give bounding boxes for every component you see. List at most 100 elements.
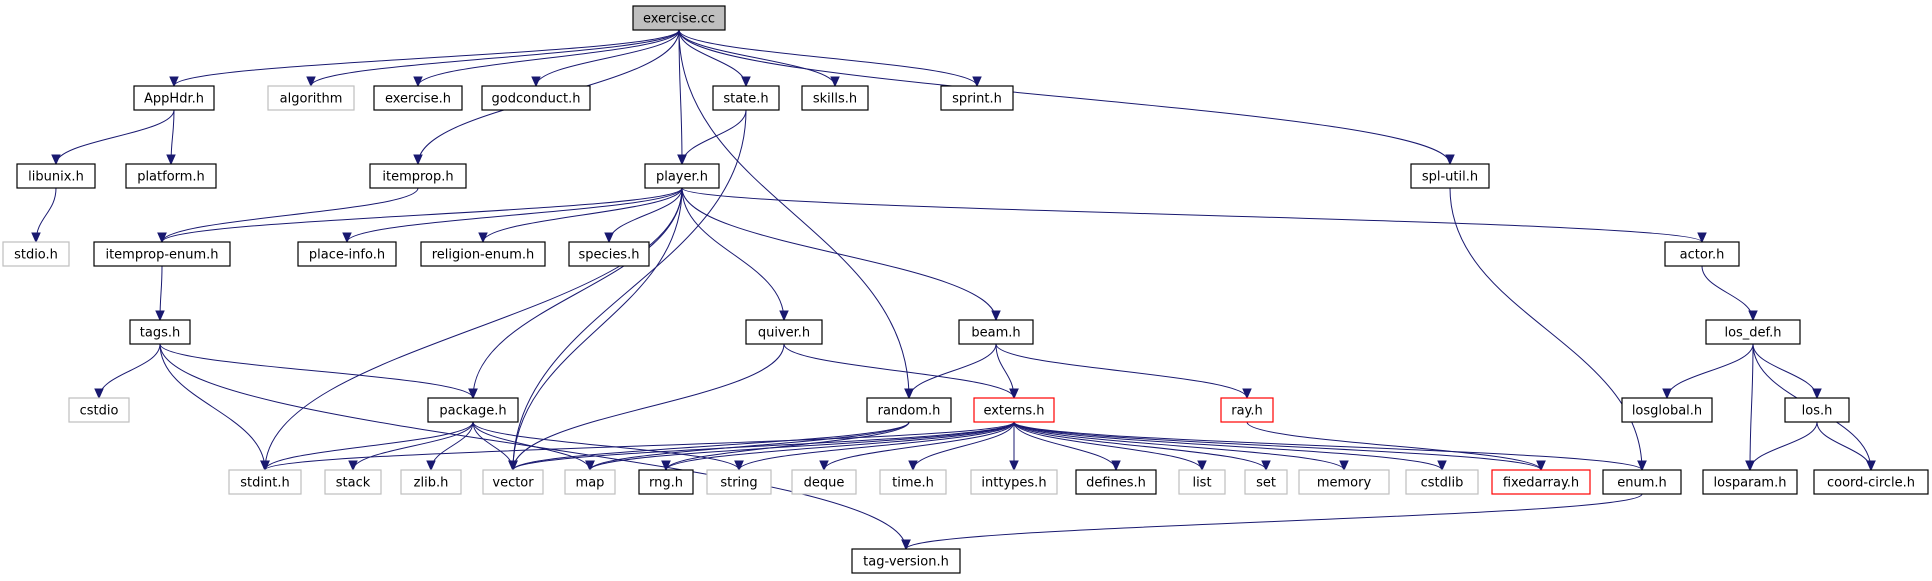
edge-line	[417, 29, 680, 87]
node-state[interactable]: state.h	[712, 85, 780, 111]
node-enum[interactable]: enum.h	[1602, 469, 1682, 495]
arrowhead-icon	[661, 460, 671, 472]
node-cstdio[interactable]: cstdio	[68, 397, 130, 423]
node-externs[interactable]: externs.h	[973, 397, 1055, 423]
node-label: rng.h	[649, 476, 683, 491]
edge-beam-to-random	[904, 343, 997, 400]
node-memory[interactable]: memory	[1298, 469, 1390, 495]
edge-exercise_cc-to-skills	[678, 29, 840, 88]
node-ray[interactable]: ray.h	[1220, 397, 1274, 423]
node-random[interactable]: random.h	[866, 397, 952, 423]
arrowhead-icon	[531, 76, 541, 88]
edge-player-to-religion	[478, 187, 683, 244]
node-label: species.h	[579, 248, 640, 263]
node-inttypes[interactable]: inttypes.h	[970, 469, 1058, 495]
node-quiver[interactable]: quiver.h	[745, 319, 823, 345]
edge-beam-to-externs	[995, 343, 1019, 400]
node-stack[interactable]: stack	[324, 469, 382, 495]
node-box	[2, 241, 70, 267]
node-species[interactable]: species.h	[568, 241, 650, 267]
node-box	[1405, 469, 1479, 495]
edge-line	[1013, 421, 1643, 471]
edge-line	[678, 29, 683, 165]
node-package[interactable]: package.h	[427, 397, 519, 423]
node-beam[interactable]: beam.h	[958, 319, 1034, 345]
node-placeinfo[interactable]: place-info.h	[297, 241, 397, 267]
edge-line	[472, 187, 683, 399]
arrowhead-icon	[1339, 460, 1349, 472]
node-itemprop-enum[interactable]: itemprop-enum.h	[93, 241, 231, 267]
edge-package-to-stack	[348, 421, 474, 472]
node-itemprop[interactable]: itemprop.h	[369, 163, 467, 189]
node-apphdr[interactable]: AppHdr.h	[133, 85, 215, 111]
node-player[interactable]: player.h	[644, 163, 720, 189]
node-vector[interactable]: vector	[482, 469, 544, 495]
node-label: externs.h	[983, 404, 1044, 419]
edge-externs-to-list	[1013, 421, 1207, 472]
node-label: map	[576, 476, 605, 491]
node-time[interactable]: time.h	[879, 469, 947, 495]
node-algorithm[interactable]: algorithm	[267, 85, 355, 111]
node-splutil[interactable]: spl-util.h	[1410, 163, 1490, 189]
edge-player-to-beam	[681, 187, 1001, 322]
arrowhead-icon	[468, 388, 478, 400]
node-label: itemprop.h	[382, 170, 453, 185]
arrowhead-icon	[1866, 460, 1876, 472]
node-box	[879, 469, 947, 495]
node-label: package.h	[439, 404, 506, 419]
node-tags[interactable]: tags.h	[129, 319, 191, 345]
node-defines[interactable]: defines.h	[1075, 469, 1157, 495]
arrowhead-icon	[157, 232, 167, 244]
node-label: exercise.h	[385, 92, 451, 107]
edge-line	[512, 421, 1015, 471]
node-cstdlib[interactable]: cstdlib	[1405, 469, 1479, 495]
node-exercise-h[interactable]: exercise.h	[373, 85, 463, 111]
node-set[interactable]: set	[1244, 469, 1288, 495]
node-libunix[interactable]: libunix.h	[16, 163, 96, 189]
arrowhead-icon	[1697, 232, 1707, 244]
node-label: quiver.h	[758, 326, 810, 341]
edge-line	[1246, 421, 1542, 471]
node-label: set	[1256, 476, 1276, 491]
node-zlib[interactable]: zlib.h	[400, 469, 462, 495]
edge-apphdr-to-libunix	[51, 109, 175, 166]
arrowhead-icon	[1197, 460, 1207, 472]
node-coordcircle[interactable]: coord-circle.h	[1813, 469, 1929, 495]
node-actor[interactable]: actor.h	[1664, 241, 1740, 267]
node-list[interactable]: list	[1178, 469, 1226, 495]
node-deque[interactable]: deque	[791, 469, 857, 495]
node-losparam[interactable]: losparam.h	[1702, 469, 1798, 495]
node-stdio[interactable]: stdio.h	[2, 241, 70, 267]
node-los[interactable]: los.h	[1784, 397, 1850, 423]
arrowhead-icon	[166, 154, 176, 166]
node-box	[851, 548, 961, 574]
edge-externs-to-set	[1013, 421, 1271, 472]
node-string[interactable]: string	[706, 469, 772, 495]
node-box	[400, 469, 462, 495]
node-box	[564, 469, 616, 495]
arrowhead-icon	[1745, 460, 1755, 472]
node-exercise-cc[interactable]: exercise.cc	[632, 5, 726, 31]
node-box	[369, 163, 467, 189]
node-stdint[interactable]: stdint.h	[228, 469, 302, 495]
node-rng[interactable]: rng.h	[638, 469, 694, 495]
node-box	[1178, 469, 1226, 495]
edge-beam-to-ray	[995, 343, 1252, 400]
node-box	[267, 85, 355, 111]
edge-line	[161, 187, 683, 243]
node-map[interactable]: map	[564, 469, 616, 495]
node-godconduct[interactable]: godconduct.h	[481, 85, 591, 111]
node-losglobal[interactable]: losglobal.h	[1621, 397, 1713, 423]
edge-externs-to-memory	[1013, 421, 1349, 472]
node-tagversion[interactable]: tag-version.h	[851, 548, 961, 574]
node-platform[interactable]: platform.h	[125, 163, 217, 189]
edge-externs-to-cstdlib	[1013, 421, 1447, 472]
arrowhead-icon	[1536, 460, 1546, 472]
node-box	[93, 241, 231, 267]
node-skills[interactable]: skills.h	[801, 85, 869, 111]
node-sprint[interactable]: sprint.h	[940, 85, 1014, 111]
node-religion[interactable]: religion-enum.h	[420, 241, 546, 267]
node-fixedarray[interactable]: fixedarray.h	[1491, 469, 1591, 495]
edge-package-to-zlib	[426, 421, 474, 472]
node-losdef[interactable]: los_def.h	[1705, 319, 1801, 345]
